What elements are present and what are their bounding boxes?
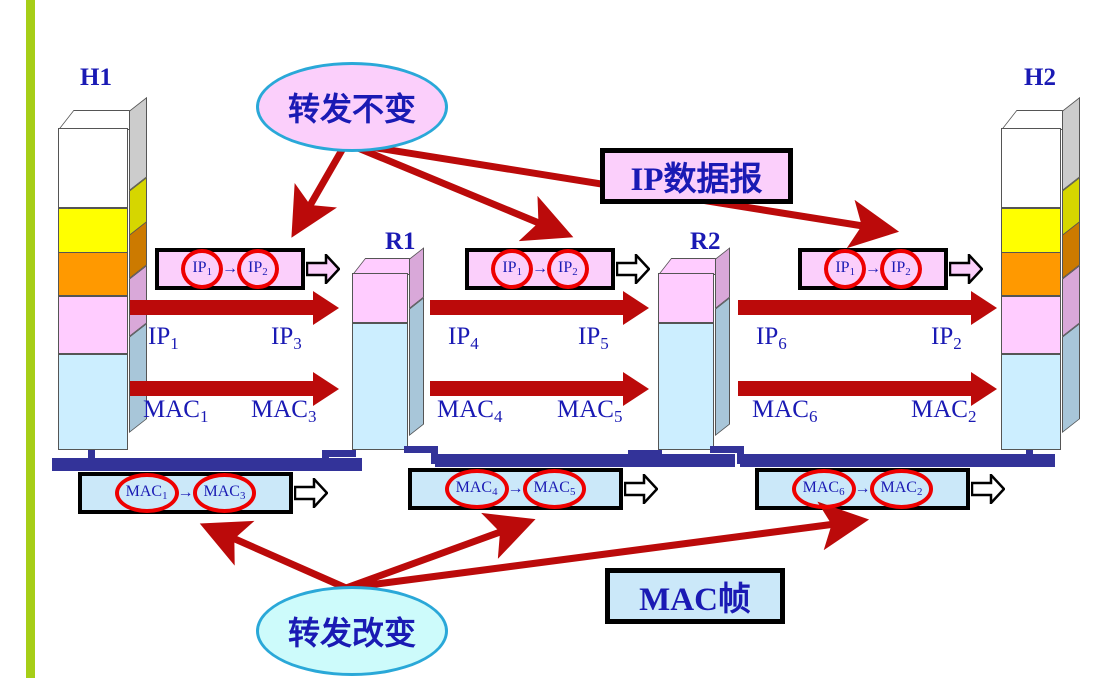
ip-pdu-3-dest: IP2 xyxy=(885,258,917,279)
pointer-bottom-to-mac2 xyxy=(344,512,536,592)
r2-layer-physical-side xyxy=(715,297,730,436)
mac-pdu-3-arrow: → xyxy=(854,480,871,497)
ip-pdu-2-arrow: → xyxy=(532,260,548,277)
legend-mac-text: MAC帧 xyxy=(639,582,751,618)
mac-hop-label-1: MAC1 xyxy=(143,396,209,426)
mac-pdu-box-3[interactable]: MAC6 → MAC2 xyxy=(755,468,970,510)
mac-pdu-box-2[interactable]: MAC4 → MAC5 xyxy=(408,468,623,510)
ip-flow-arrow-1 xyxy=(130,300,315,315)
node-label-r2: R2 xyxy=(690,228,721,255)
mac-flow-arrowhead-3 xyxy=(971,372,997,406)
mac-pdu-2-source: MAC4 xyxy=(450,478,504,499)
node-label-h2: H2 xyxy=(1024,64,1056,91)
ip-pdu-box-2[interactable]: IP1 → IP2 xyxy=(465,248,615,290)
ip-hop-label-3: IP4 xyxy=(448,323,479,353)
mac-pdu-1-dest: MAC3 xyxy=(198,482,252,503)
ip-pdu-box-1[interactable]: IP1 → IP2 xyxy=(155,248,305,290)
pointer-bottom-to-mac1 xyxy=(199,520,348,592)
h2-layer-physical xyxy=(1001,322,1080,450)
h2-layer-physical-side xyxy=(1062,322,1080,433)
ip-flow-arrowhead-1 xyxy=(313,291,339,325)
callout-top-text: 转发不变 xyxy=(287,90,416,128)
mac-flow-arrow-3 xyxy=(738,381,973,396)
bus-segment-3 xyxy=(740,454,1055,467)
mac-flow-arrow-2 xyxy=(430,381,625,396)
ip-flow-arrowhead-2 xyxy=(623,291,649,325)
mac-pdu-2-dest: MAC5 xyxy=(528,478,582,499)
mac-pdu-3-source: MAC6 xyxy=(797,478,851,499)
ip-pdu-2-dest: IP2 xyxy=(552,258,584,279)
ip-pdu-2-chevron-icon xyxy=(616,254,650,284)
r1-left-stub-h xyxy=(322,450,356,457)
mac-pdu-1-arrow: → xyxy=(177,484,194,501)
mac-flow-arrow-1 xyxy=(130,381,315,396)
mac-flow-arrowhead-1 xyxy=(313,372,339,406)
ip-pdu-1-dest: IP2 xyxy=(242,258,274,279)
legend-ip-text: IP数据报 xyxy=(630,162,763,198)
ip-hop-label-1: IP1 xyxy=(148,323,179,353)
ip-flow-arrow-3 xyxy=(738,300,973,315)
mac-pdu-3-chevron-icon xyxy=(971,474,1005,504)
mac-pdu-3-dest: MAC2 xyxy=(875,478,929,499)
legend-mac-frame: MAC帧 xyxy=(605,568,785,624)
ip-flow-arrow-2 xyxy=(430,300,625,315)
r1-layer-network xyxy=(352,247,424,323)
ip-flow-arrowhead-3 xyxy=(971,291,997,325)
h1-bus-stub xyxy=(88,450,95,464)
r1-layer-physical-side xyxy=(409,297,424,436)
mac-hop-label-4: MAC5 xyxy=(557,396,623,426)
h2-layer-link xyxy=(1001,264,1080,354)
bus-segment-2 xyxy=(435,454,735,467)
ip-pdu-2-source: IP1 xyxy=(496,258,528,279)
mac-hop-label-3: MAC4 xyxy=(437,396,503,426)
mac-hop-label-5: MAC6 xyxy=(752,396,818,426)
node-label-h1: H1 xyxy=(80,64,112,91)
mac-pdu-1-source: MAC1 xyxy=(120,482,174,503)
r1-right-stub-v xyxy=(431,446,438,464)
h1-layer-application xyxy=(58,96,147,208)
mac-hop-label-2: MAC3 xyxy=(251,396,317,426)
decorative-green-bar xyxy=(26,0,35,678)
h2-layer-application xyxy=(1001,96,1080,208)
h1-layer-network xyxy=(58,220,147,296)
r2-right-stub-h xyxy=(710,446,744,453)
callout-forwarding-unchanged[interactable]: 转发不变 xyxy=(256,62,448,152)
mac-hop-label-6: MAC2 xyxy=(911,396,977,426)
ip-pdu-1-arrow: → xyxy=(222,260,238,277)
callout-forwarding-changed[interactable]: 转发改变 xyxy=(256,586,448,676)
r2-left-stub-h xyxy=(628,450,662,457)
ip-pdu-3-arrow: → xyxy=(865,260,881,277)
h2-layer-application-side xyxy=(1062,96,1080,191)
mac-pdu-1-chevron-icon xyxy=(294,478,328,508)
ip-pdu-3-chevron-icon xyxy=(949,254,983,284)
h1-layer-physical xyxy=(58,322,147,450)
ip-hop-label-5: IP6 xyxy=(756,323,787,353)
r2-layer-network xyxy=(658,247,730,323)
mac-pdu-2-chevron-icon xyxy=(624,474,658,504)
h2-layer-network xyxy=(1001,220,1080,296)
ip-pdu-1-chevron-icon xyxy=(306,254,340,284)
ip-pdu-1-source: IP1 xyxy=(186,258,218,279)
pointer-top-to-ip1 xyxy=(291,141,350,238)
legend-ip-datagram: IP数据报 xyxy=(600,148,793,204)
ip-hop-label-2: IP3 xyxy=(271,323,302,353)
r1-left-stub-v xyxy=(322,450,329,464)
ip-pdu-3-source: IP1 xyxy=(829,258,861,279)
mac-pdu-2-arrow: → xyxy=(507,480,524,497)
h1-layer-application-side xyxy=(129,96,147,191)
ip-hop-label-6: IP2 xyxy=(931,323,962,353)
ip-hop-label-4: IP5 xyxy=(578,323,609,353)
mac-flow-arrowhead-2 xyxy=(623,372,649,406)
node-label-r1: R1 xyxy=(385,228,416,255)
r1-right-stub-h xyxy=(404,446,438,453)
r1-layer-physical xyxy=(352,297,424,450)
pointer-top-to-ip2 xyxy=(344,139,574,242)
bus-segment-1 xyxy=(52,458,362,471)
r2-layer-physical xyxy=(658,297,730,450)
mac-pdu-box-1[interactable]: MAC1 → MAC3 xyxy=(78,472,293,514)
ip-pdu-box-3[interactable]: IP1 → IP2 xyxy=(798,248,948,290)
callout-bottom-text: 转发改变 xyxy=(287,614,416,652)
h1-layer-link xyxy=(58,264,147,354)
